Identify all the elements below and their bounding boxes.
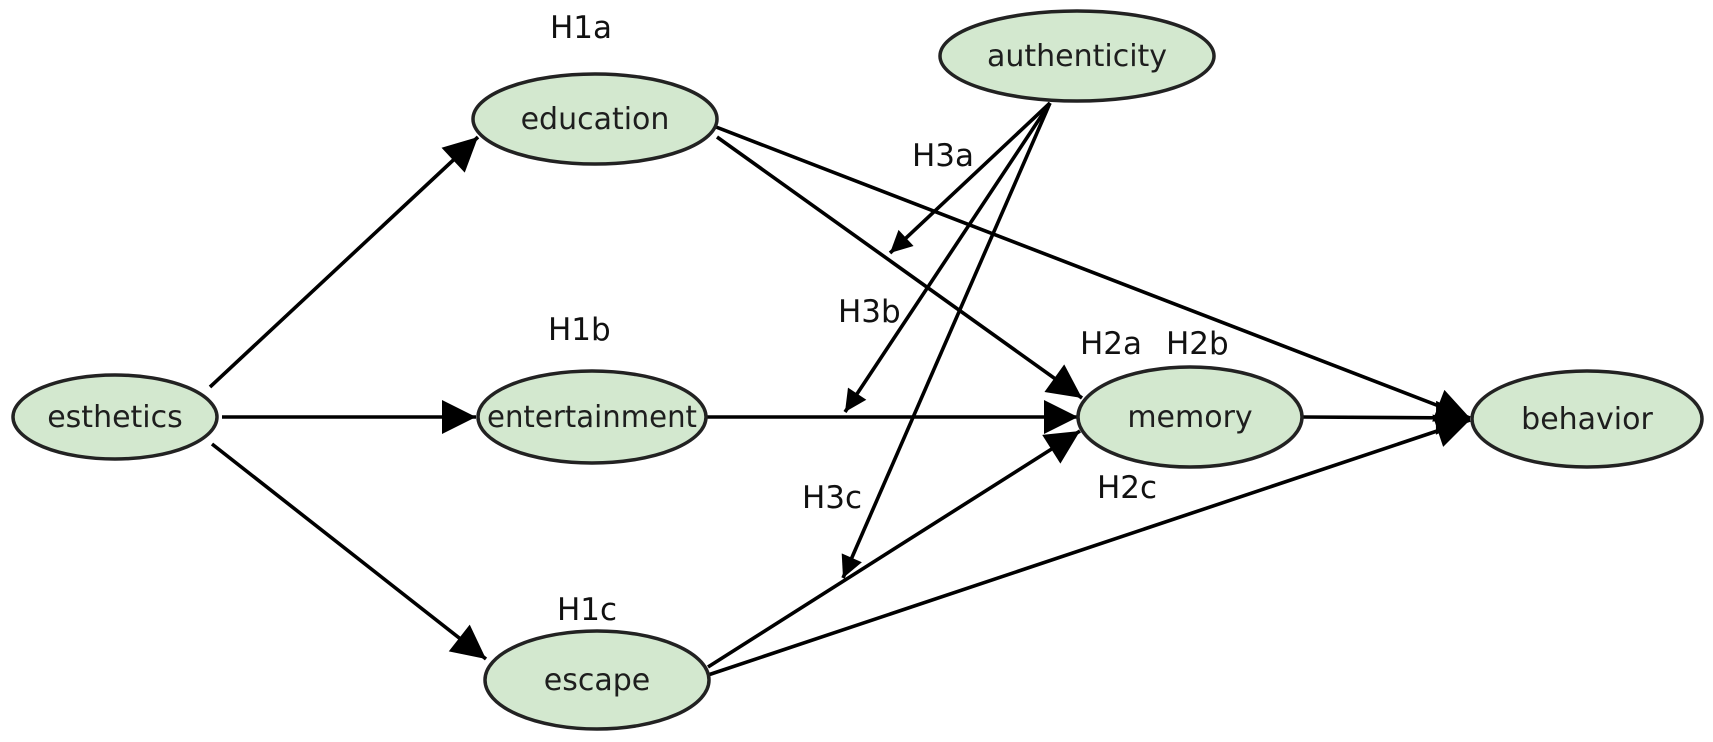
edge-education-behavior <box>715 125 1471 422</box>
label-h2a: H2a <box>1080 326 1142 362</box>
edge-authenticity-h3c <box>841 102 1052 579</box>
edge-memory-behavior <box>1301 400 1471 435</box>
node-label-escape: escape <box>544 663 650 698</box>
label-h1c: H1c <box>557 592 617 628</box>
node-escape: escape <box>483 629 711 731</box>
label-h2c: H2c <box>1097 470 1157 506</box>
node-label-education: education <box>521 102 670 137</box>
node-esthetics: esthetics <box>11 373 219 461</box>
node-behavior: behavior <box>1470 369 1704 469</box>
node-memory: memory <box>1076 365 1304 469</box>
edge-authenticity-h3a <box>888 101 1052 255</box>
hypothesis-labels: H1a H1b H1c H2a H2b H2c H3a H3b H3c <box>548 10 1229 628</box>
node-entertainment: entertainment <box>476 369 708 465</box>
label-h1a: H1a <box>550 10 612 46</box>
edge-education-memory <box>715 135 1084 400</box>
label-h3a: H3a <box>912 138 974 174</box>
node-label-esthetics: esthetics <box>47 400 183 435</box>
node-label-authenticity: authenticity <box>987 39 1167 74</box>
edge-authenticity-h3b <box>843 102 1052 413</box>
edges <box>208 101 1471 677</box>
edge-esthetics-education <box>208 135 480 389</box>
edge-esthetics-escape <box>210 442 488 661</box>
node-education: education <box>471 72 719 166</box>
node-authenticity: authenticity <box>938 9 1216 103</box>
node-label-memory: memory <box>1127 400 1252 435</box>
label-h1b: H1b <box>548 312 611 348</box>
edge-escape-memory <box>707 429 1081 669</box>
edge-escape-behavior <box>707 414 1471 677</box>
label-h3b: H3b <box>838 294 901 330</box>
label-h2b: H2b <box>1166 326 1229 362</box>
label-h3c: H3c <box>802 480 862 516</box>
node-label-behavior: behavior <box>1521 402 1653 437</box>
node-label-entertainment: entertainment <box>487 400 697 435</box>
